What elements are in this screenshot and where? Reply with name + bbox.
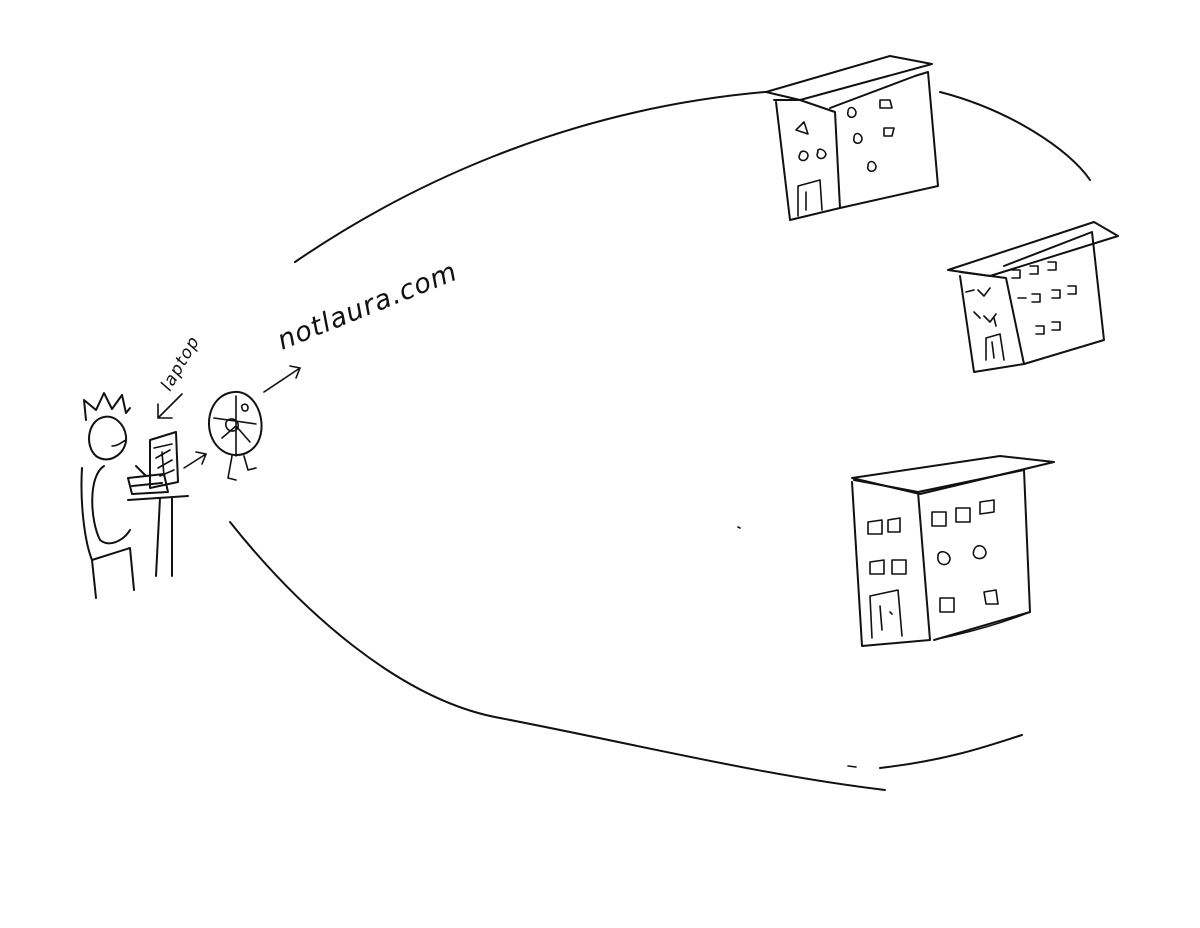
laptop-keyboard bbox=[127, 465, 169, 495]
building-3-ground bbox=[941, 611, 1031, 639]
building-2-left-wall bbox=[959, 271, 1025, 373]
label-laptop: laptop bbox=[157, 333, 204, 395]
building-2-door bbox=[985, 333, 1005, 361]
building-icon bbox=[765, 55, 939, 221]
laptop-screen bbox=[149, 431, 179, 489]
oval-upper-arc bbox=[294, 91, 766, 263]
building-3-door bbox=[869, 589, 903, 639]
oval-lower-right-tail bbox=[879, 734, 1023, 769]
arrow-shaft-2 bbox=[263, 367, 301, 393]
building-3-windows bbox=[867, 499, 999, 613]
arrow-to-website bbox=[183, 451, 207, 469]
oval-lower-arc bbox=[229, 521, 886, 791]
laptop-pointer-arrow bbox=[157, 393, 183, 419]
character-body bbox=[208, 390, 263, 456]
building-1-windows bbox=[795, 99, 895, 173]
arrow-to-site-label bbox=[263, 365, 301, 393]
character-mouth bbox=[225, 418, 239, 432]
building-1-door bbox=[797, 179, 823, 217]
building-2-windows bbox=[965, 261, 1077, 335]
body bbox=[91, 465, 131, 545]
building-1-roof bbox=[765, 55, 933, 101]
crown bbox=[83, 392, 131, 421]
character-inner-lines bbox=[213, 395, 257, 457]
stray-dot bbox=[737, 526, 741, 529]
building-1-left-wall bbox=[773, 99, 841, 221]
website-character-icon bbox=[208, 390, 263, 481]
arrow-head bbox=[195, 451, 207, 465]
arrow-shaft bbox=[183, 453, 207, 469]
building-2-right-wall bbox=[1003, 231, 1105, 365]
character-legs bbox=[227, 455, 257, 481]
oval-right-arc bbox=[939, 91, 1091, 181]
building-3-right-wall bbox=[917, 469, 1031, 641]
building-2-roof bbox=[947, 221, 1119, 277]
building-3-left-wall bbox=[851, 479, 931, 647]
smile bbox=[111, 439, 127, 447]
laptop-icon bbox=[127, 393, 183, 495]
person-with-crown-icon bbox=[80, 392, 189, 599]
label-site: notlaura.com bbox=[273, 256, 462, 356]
laptop-scribble bbox=[153, 443, 175, 477]
loop-oval bbox=[229, 91, 1091, 791]
building-icon bbox=[947, 221, 1119, 373]
desk bbox=[127, 495, 189, 577]
building-icon bbox=[851, 455, 1055, 647]
character-eye bbox=[240, 403, 249, 412]
chair bbox=[80, 467, 135, 599]
head bbox=[88, 415, 128, 461]
arrow-head-2 bbox=[289, 365, 301, 379]
building-1-right-wall bbox=[829, 71, 939, 209]
stray-mark bbox=[847, 765, 857, 768]
